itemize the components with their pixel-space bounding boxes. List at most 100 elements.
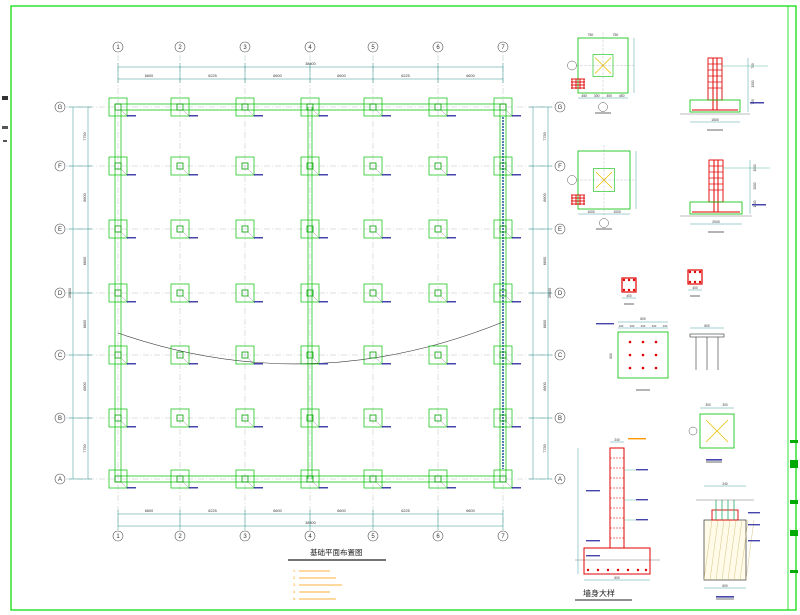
column-section-2: 400 — [687, 269, 703, 297]
plan-note: 1. — [293, 569, 296, 573]
hatch-line — [703, 519, 713, 581]
rebar-dot — [627, 288, 631, 292]
leader-line — [440, 481, 449, 490]
leader-line — [247, 168, 256, 177]
hatch-line — [739, 519, 749, 581]
dimension-text: 300 — [606, 94, 612, 98]
dimension-text-left: 6600 — [83, 193, 87, 201]
dimension-text: 750 — [588, 33, 594, 37]
footing-tag — [127, 426, 136, 428]
column-pier — [369, 225, 377, 233]
leader-line — [505, 231, 514, 240]
dimension-text: 450 — [619, 94, 625, 98]
leader-line — [312, 168, 321, 177]
axis-bubble-column — [304, 530, 316, 542]
axis-bubble-column — [174, 530, 186, 542]
title-block-marks — [790, 440, 798, 573]
column-pier — [114, 103, 122, 111]
rebar-dot — [627, 278, 631, 282]
footing-outline — [170, 219, 190, 239]
column-pier — [434, 414, 442, 422]
column-pier — [241, 289, 249, 297]
column-pier — [369, 351, 377, 359]
axis-label-column: 2 — [178, 534, 182, 540]
axis-label-column: 7 — [501, 45, 505, 51]
leader-line — [182, 295, 191, 304]
dimension-text-right: 6600 — [543, 320, 547, 328]
footing-outline — [363, 156, 383, 176]
leader-line — [247, 357, 256, 366]
leader-line — [505, 168, 514, 177]
leader-tag — [748, 512, 760, 514]
footing-tag — [512, 487, 521, 489]
detail-label-tag — [716, 596, 734, 598]
axis-bubble-row — [554, 349, 566, 361]
leader-line — [247, 295, 256, 304]
rebar-dot — [693, 270, 697, 274]
footing-outline — [170, 283, 190, 303]
axis-label-column: 5 — [371, 45, 375, 51]
axis-bubble-column — [304, 41, 316, 53]
dimension-text: 400 — [692, 286, 698, 290]
dimension-total-bottom: 38400 — [305, 521, 316, 525]
dimension-text: 300 — [722, 403, 728, 407]
footing-outline — [170, 97, 190, 117]
leader-tag — [636, 519, 648, 521]
footing-tag — [189, 301, 198, 303]
dimension-text: 300 — [705, 403, 711, 407]
axis-label-column: 7 — [501, 534, 505, 540]
dimension-total-left: 39600 — [68, 288, 72, 299]
dimension-text: 240 — [722, 482, 728, 486]
leader-line — [375, 357, 384, 366]
footing-outline — [493, 97, 513, 117]
footing-outline — [235, 97, 255, 117]
footing-outline — [363, 408, 383, 428]
dimension-text: 750 — [751, 99, 755, 105]
leader-line — [375, 420, 384, 429]
dimension-total-top: 38400 — [305, 62, 316, 66]
axis-bubble-column — [239, 530, 251, 542]
axis-label-row: D — [558, 291, 563, 297]
footing-outline — [363, 469, 383, 489]
leader-line — [312, 420, 321, 429]
anchor-cross-detail: 300 300 — [688, 403, 735, 463]
axis-label-row: B — [58, 416, 62, 422]
dimension-text-right: 6600 — [543, 382, 547, 390]
footing-outline — [428, 345, 448, 365]
footing-outline — [300, 345, 320, 365]
dimension-text-left: 6600 — [83, 320, 87, 328]
rebar-dot — [636, 568, 640, 572]
column-pier — [176, 162, 184, 170]
column-pier — [434, 103, 442, 111]
footing-tag — [189, 115, 198, 117]
dimension-text: 750 — [613, 33, 619, 37]
detail-axis-bubble — [567, 60, 577, 71]
footing-outline — [108, 156, 128, 176]
leader-line — [312, 109, 321, 118]
leader-line — [440, 231, 449, 240]
hatch-line — [733, 519, 743, 581]
footing-tag — [447, 237, 456, 239]
dimension-text-bottom: 6600 — [337, 509, 345, 513]
column-pier — [306, 475, 314, 483]
dimension-text-left: 7750 — [83, 444, 87, 452]
leader-line — [120, 357, 129, 366]
column-pier — [241, 225, 249, 233]
column-pier — [306, 351, 314, 359]
footing-outline — [363, 283, 383, 303]
dimension-text-top: 6225 — [401, 74, 409, 78]
footing-tag — [254, 174, 263, 176]
dimension-text-bottom: 6600 — [466, 509, 474, 513]
leader-tag — [586, 490, 600, 492]
footing-tag — [512, 426, 521, 428]
column-pier — [369, 289, 377, 297]
footing-tag — [254, 363, 263, 365]
leader-line — [182, 481, 191, 490]
footing-outline — [493, 345, 513, 365]
axis-bubble-column — [432, 41, 444, 53]
leader-line — [440, 168, 449, 177]
footing-outline — [108, 408, 128, 428]
hatch-line — [709, 519, 719, 581]
column-pier — [434, 289, 442, 297]
footing-tag — [319, 115, 328, 117]
